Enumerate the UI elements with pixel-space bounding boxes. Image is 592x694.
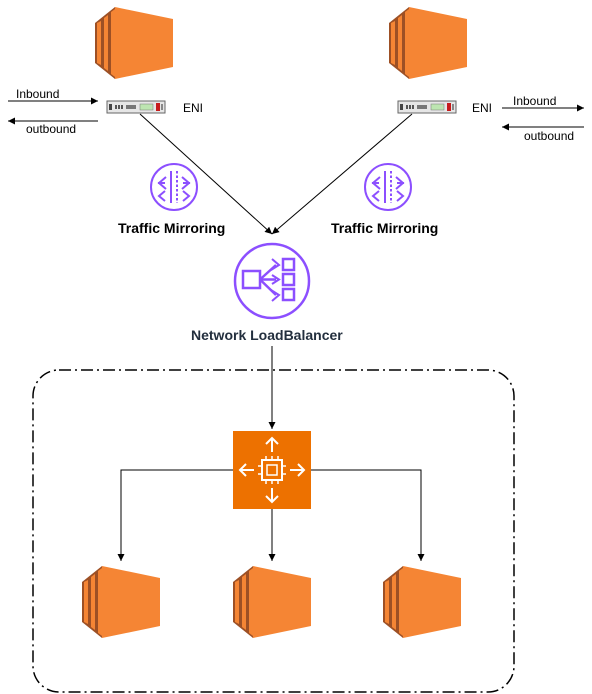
- left-traffic-mirroring-label: Traffic Mirroring: [118, 220, 226, 236]
- ec2-instance-icon: [95, 7, 173, 79]
- ec2-instance-icon: [389, 7, 467, 79]
- left-eni-label: ENI: [183, 101, 204, 115]
- auto-scaling-group-boundary: [32, 369, 515, 693]
- right-traffic-mirroring-label: Traffic Mirroring: [331, 220, 439, 236]
- network-load-balancer-label: Network LoadBalancer: [191, 327, 343, 343]
- asg-to-instance-right-arrow: [311, 469, 425, 561]
- network-interface-icon: [106, 100, 166, 114]
- network-interface-icon: [397, 100, 457, 114]
- traffic-mirroring-icon: [150, 163, 198, 211]
- mirror-arrow-left: [139, 113, 273, 235]
- asg-to-instance-left-arrow: [117, 469, 233, 561]
- ec2-instance-icon: [233, 566, 311, 638]
- auto-scaling-icon: [233, 431, 311, 509]
- ec2-instance-icon: [82, 566, 160, 638]
- right-eni-label: ENI: [472, 101, 493, 115]
- ec2-instance-icon: [383, 566, 461, 638]
- left-outbound-label: outbound: [26, 122, 77, 136]
- mirror-arrow-right: [271, 113, 413, 235]
- traffic-mirroring-icon: [364, 163, 412, 211]
- left-inbound-label: Inbound: [16, 87, 60, 101]
- right-inbound-label: Inbound: [513, 94, 557, 108]
- right-outbound-label: outbound: [524, 129, 575, 143]
- network-load-balancer-icon: [233, 242, 311, 320]
